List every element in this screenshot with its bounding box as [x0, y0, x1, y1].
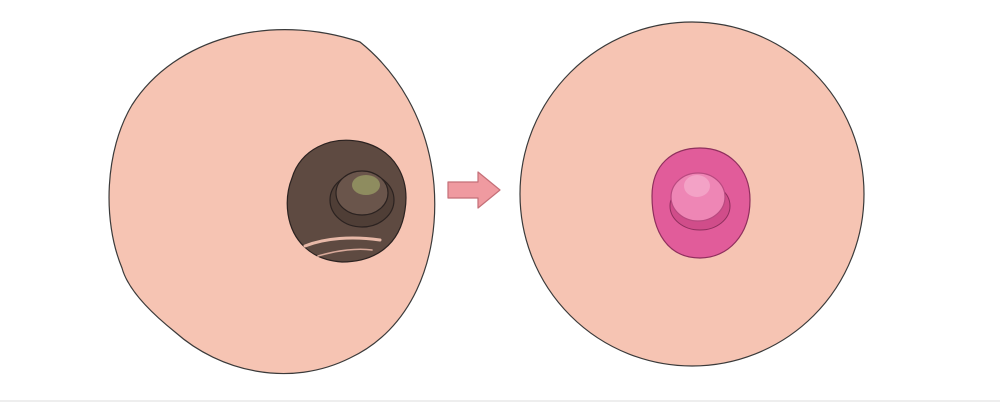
before-areola-crease — [303, 236, 382, 248]
arrow-right-icon — [447, 171, 501, 209]
before-illustration — [108, 29, 436, 375]
before-nipple-highlight — [352, 175, 380, 195]
before-breast-skin — [108, 29, 436, 375]
before-areola-crease-2 — [317, 248, 373, 257]
after-illustration — [519, 21, 865, 367]
bottom-divider — [0, 400, 1000, 402]
after-nipple-highlight — [684, 175, 710, 197]
arrow-shape — [447, 171, 501, 209]
